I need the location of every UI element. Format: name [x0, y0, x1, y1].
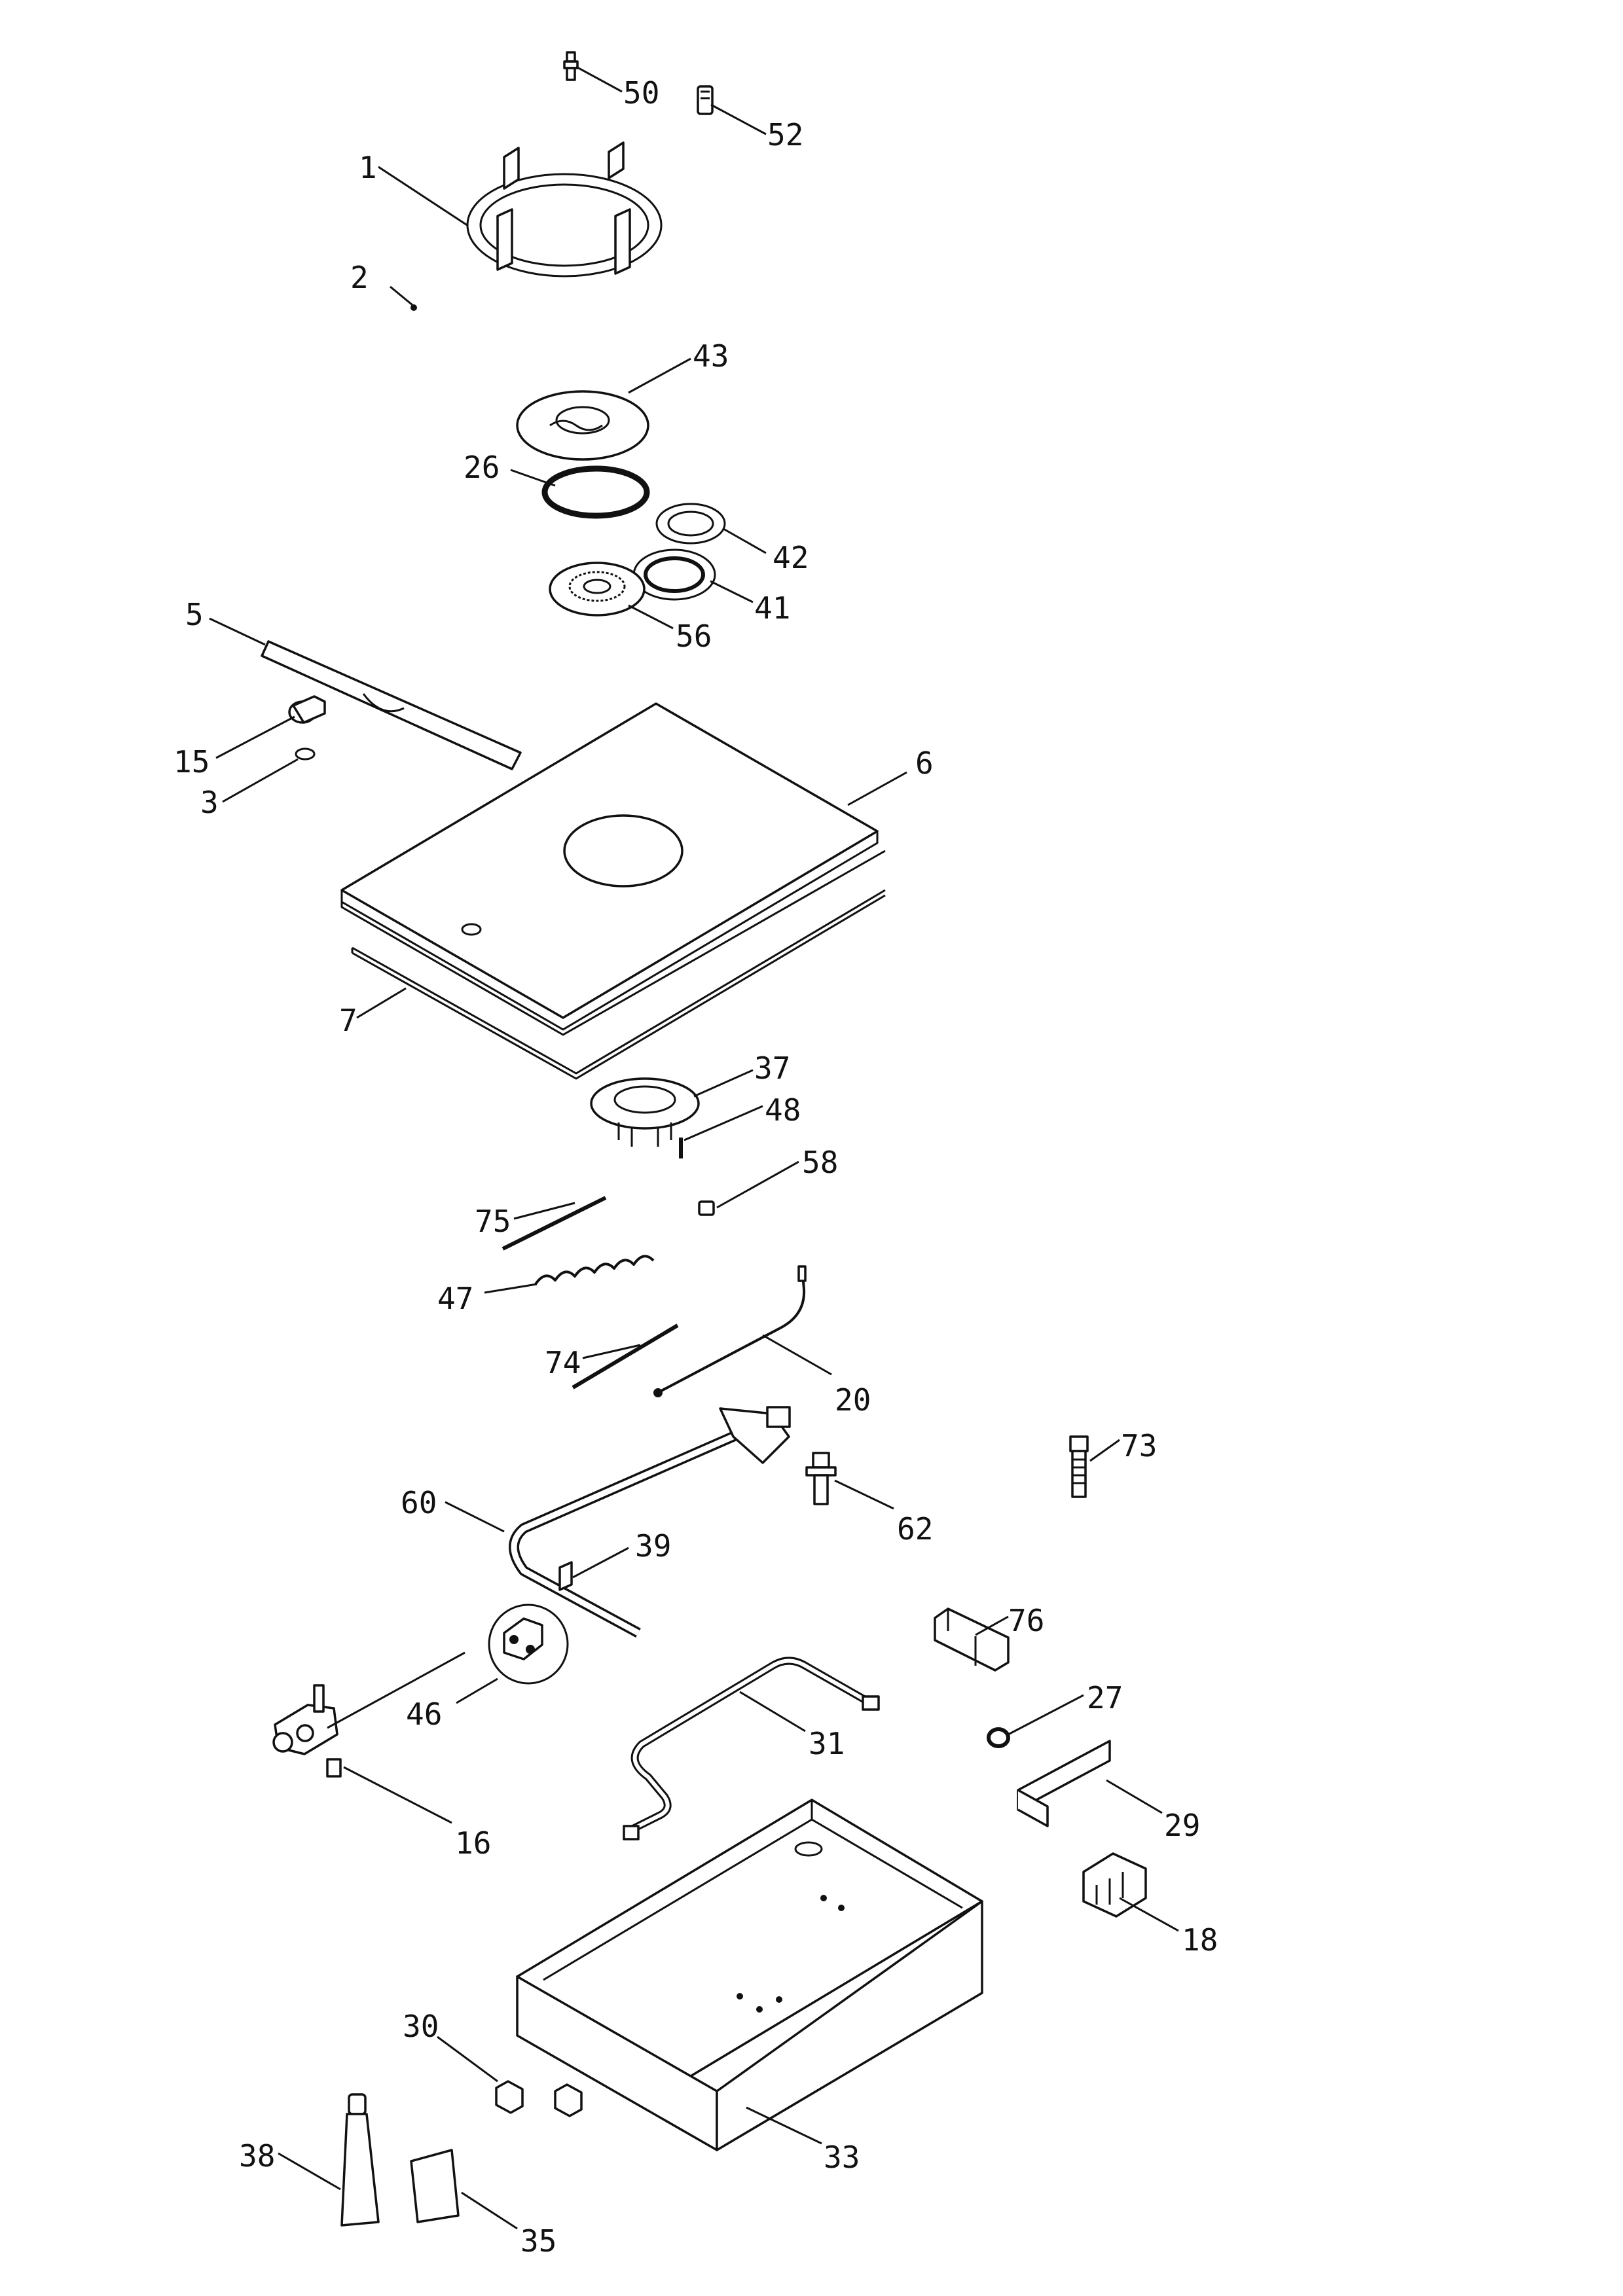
label-37: 37 — [754, 1050, 790, 1086]
label-48: 48 — [765, 1092, 801, 1128]
label-30: 30 — [403, 2009, 439, 2044]
label-39: 39 — [635, 1528, 671, 1564]
part-16-clip — [326, 1758, 342, 1778]
label-27: 27 — [1087, 1680, 1123, 1715]
part-46-valve-detail — [488, 1604, 569, 1685]
label-62: 62 — [897, 1511, 933, 1547]
label-31: 31 — [809, 1726, 845, 1761]
part-39-pipe-clip — [558, 1561, 573, 1591]
part-74-rod — [572, 1323, 679, 1390]
part-31-gas-pipe — [623, 1657, 880, 1840]
part-6-cooktop — [340, 702, 886, 1036]
label-76: 76 — [1008, 1603, 1044, 1638]
label-41: 41 — [754, 590, 790, 626]
label-52: 52 — [767, 117, 803, 152]
part-52-bolt — [697, 85, 714, 115]
label-1: 1 — [359, 150, 377, 185]
part-60-gas-pipe — [509, 1406, 791, 1638]
label-38: 38 — [239, 2138, 275, 2174]
part-56-burner-body — [549, 562, 646, 617]
part-47-spring — [534, 1255, 655, 1285]
part-73-injector — [1069, 1435, 1089, 1498]
part-29-shield — [1017, 1740, 1111, 1827]
part-3-bezel — [295, 747, 316, 761]
label-43: 43 — [693, 338, 729, 374]
label-46: 46 — [406, 1696, 442, 1732]
label-7: 7 — [339, 1003, 357, 1038]
part-gas-valve — [272, 1684, 338, 1755]
label-60: 60 — [401, 1485, 437, 1520]
label-20: 20 — [835, 1382, 871, 1418]
part-20-thermocouple — [653, 1265, 807, 1397]
part-38-tube — [340, 2093, 380, 2227]
part-33-housing-tray — [516, 1799, 983, 2151]
label-2: 2 — [350, 260, 369, 295]
label-58: 58 — [802, 1145, 838, 1180]
part-41-gasket — [632, 548, 716, 601]
label-74: 74 — [545, 1345, 581, 1380]
part-labels: 50 52 1 2 43 26 42 41 56 5 15 3 6 7 37 4… — [173, 75, 1218, 2259]
part-62-injector-holder — [805, 1452, 837, 1505]
part-1-pan-support — [466, 141, 663, 278]
part-2-screw — [410, 304, 417, 311]
part-26-flame-ring — [541, 465, 650, 519]
label-75: 75 — [475, 1204, 511, 1239]
label-3: 3 — [200, 785, 219, 820]
label-50: 50 — [623, 75, 659, 111]
leader-lines — [209, 65, 1179, 2230]
part-30-clips — [495, 2080, 583, 2117]
part-15-knob — [288, 695, 326, 724]
part-18-ignition-module — [1082, 1852, 1147, 1918]
part-50-screw — [563, 51, 579, 81]
label-33: 33 — [824, 2140, 860, 2175]
part-7-frame-seal — [351, 889, 886, 1080]
label-18: 18 — [1182, 1922, 1218, 1958]
label-47: 47 — [437, 1281, 473, 1316]
label-6: 6 — [915, 745, 934, 781]
part-58-clip — [698, 1200, 715, 1216]
label-15: 15 — [173, 744, 210, 780]
label-73: 73 — [1121, 1428, 1157, 1463]
label-29: 29 — [1164, 1808, 1200, 1843]
part-43-burner-cap — [516, 390, 649, 461]
part-37-burner-base — [590, 1077, 700, 1147]
label-42: 42 — [773, 540, 809, 575]
label-56: 56 — [676, 619, 712, 654]
label-35: 35 — [520, 2223, 556, 2259]
part-75-rod — [501, 1196, 607, 1251]
part-42-gasket — [655, 503, 726, 545]
part-27-washer — [987, 1727, 1010, 1748]
part-5-control-panel — [261, 640, 522, 770]
label-5: 5 — [185, 597, 204, 632]
part-76-bracket — [934, 1607, 1010, 1672]
label-26: 26 — [464, 450, 500, 485]
label-16: 16 — [455, 1825, 491, 1861]
part-35-card — [410, 2149, 460, 2223]
